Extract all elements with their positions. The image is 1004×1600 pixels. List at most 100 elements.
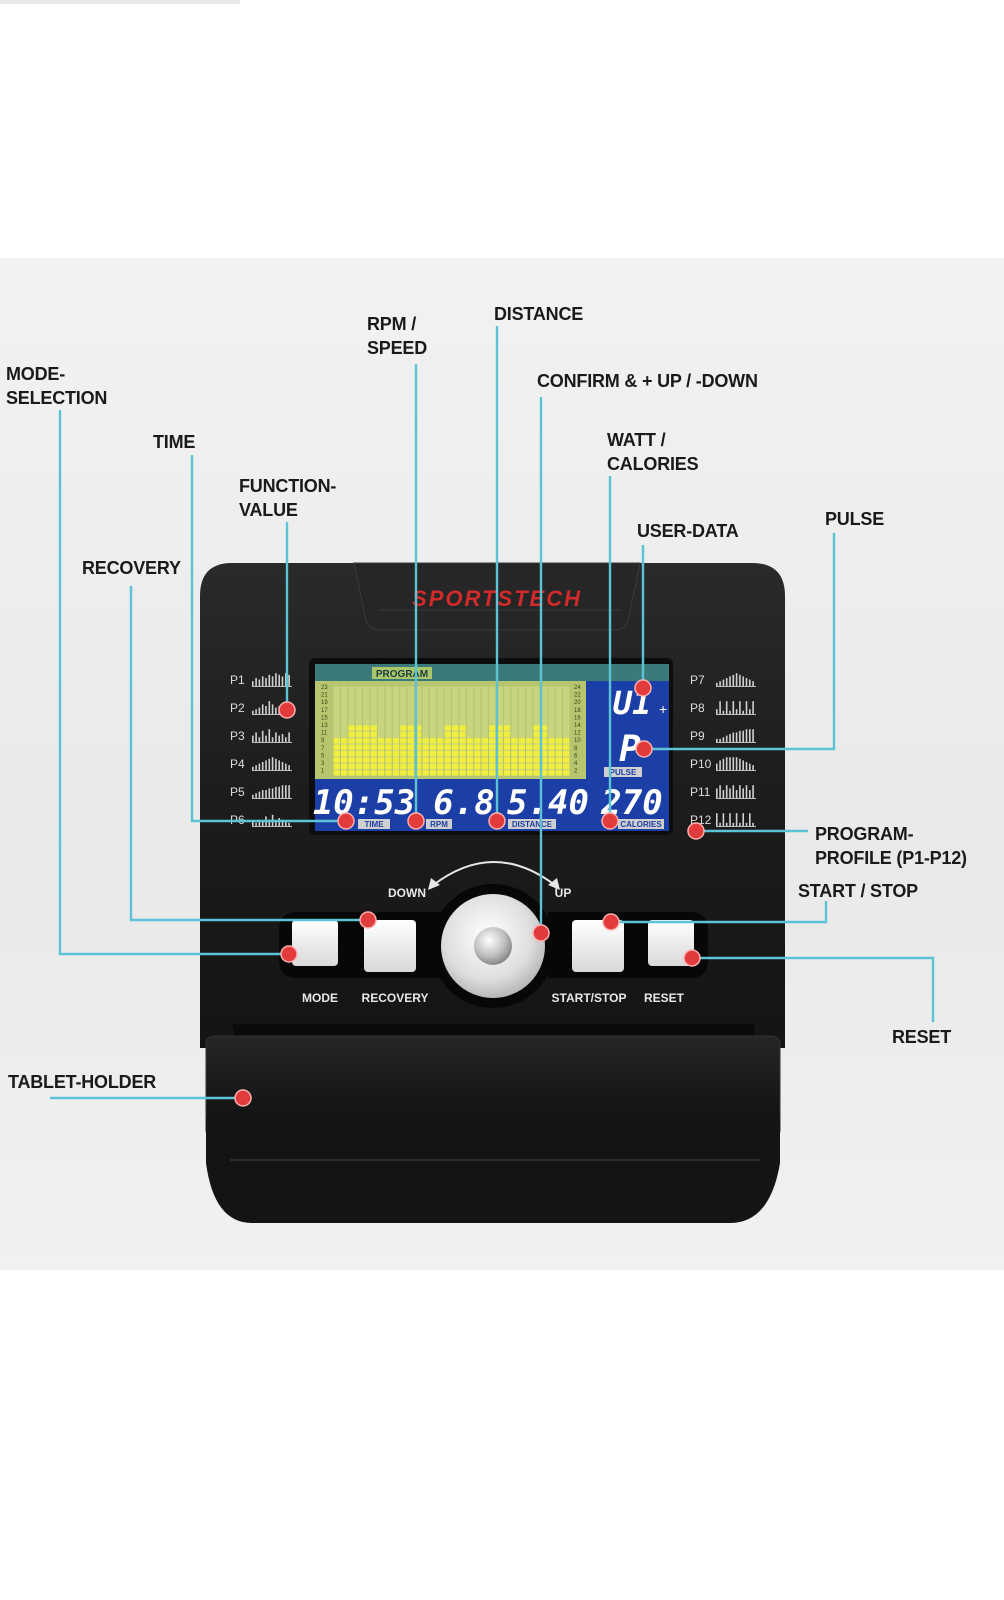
marker-confirm <box>532 924 550 942</box>
lcd-rpm-tag: RPM <box>430 820 448 829</box>
program-profile-icon <box>729 676 731 686</box>
lcd-bar-cell <box>459 738 466 744</box>
leader-pulse <box>644 533 836 751</box>
lcd-rpm-value: 6.8 <box>433 783 494 823</box>
program-profile-icon <box>252 735 254 742</box>
lcd-bar-cell <box>407 770 414 776</box>
lcd-bar-cell <box>511 763 518 769</box>
program-profile-icon <box>732 674 735 686</box>
lcd-bar-track <box>496 686 503 776</box>
lcd-bar-cell <box>474 738 481 744</box>
lcd-bar-cell <box>540 731 548 737</box>
program-profile-icon <box>716 788 718 798</box>
program-profile-icon <box>752 681 754 686</box>
lcd-bar-cell <box>518 763 525 769</box>
program-profile-icon <box>742 730 744 742</box>
lcd-bar-cell <box>378 757 385 763</box>
lcd-bar-cell <box>452 770 459 776</box>
program-profile-icon <box>278 760 280 770</box>
lcd-bar-cell <box>548 744 555 750</box>
mode-button[interactable] <box>292 920 338 966</box>
lcd-bar-cell <box>496 770 503 776</box>
lcd-bar-cell <box>466 763 474 769</box>
lcd-bar-cell <box>452 763 459 769</box>
lcd-bar-cell <box>415 738 422 744</box>
start-stop-button[interactable] <box>572 920 624 972</box>
program-profile-icon <box>752 701 754 714</box>
program-profile-icon <box>745 762 748 770</box>
lcd-bar-cell <box>563 744 570 750</box>
lcd-bar-cell <box>333 757 340 763</box>
lcd-bar-cell <box>503 731 511 737</box>
lcd-bar-cell <box>415 744 422 750</box>
lcd-bar-cell <box>355 731 363 737</box>
lcd-bar-cell <box>429 770 437 776</box>
lcd-bar-cell <box>548 763 555 769</box>
program-profile-icon <box>275 707 277 714</box>
lcd-bar-cell <box>563 751 570 757</box>
program-profile-baseline <box>252 686 292 687</box>
lcd-bar-cell <box>481 744 488 750</box>
lcd-scale-right-label: 10 <box>574 738 581 744</box>
recovery-button[interactable] <box>364 920 416 972</box>
lcd-bar-cell <box>474 763 481 769</box>
lcd-bar-cell <box>370 770 377 776</box>
program-profile-icon <box>261 762 264 770</box>
lcd-bar-track <box>452 686 459 776</box>
lcd-bar-cell <box>385 738 392 744</box>
lcd-bar-cell <box>489 725 496 731</box>
tablet-holder-base <box>206 1118 780 1223</box>
program-profile-icon <box>742 788 744 798</box>
reset-button[interactable] <box>648 920 694 966</box>
program-profile-icon <box>745 822 748 826</box>
lcd-pulse-tag: PULSE <box>610 768 637 777</box>
lcd-time-tag: TIME <box>364 820 384 829</box>
program-profile-icon <box>739 822 741 826</box>
lcd-bar-cell <box>422 770 429 776</box>
program-profile-icon <box>278 735 280 742</box>
confirm-button[interactable] <box>474 927 512 965</box>
program-label-p4: P4 <box>230 757 245 771</box>
lcd-bar-cell <box>363 770 370 776</box>
program-profile-baseline <box>716 742 756 743</box>
program-profile-icon <box>252 681 254 686</box>
lcd-bar-cell <box>526 770 533 776</box>
program-profile-icon <box>719 822 721 826</box>
lcd-bar-cell <box>370 763 377 769</box>
program-profile-icon <box>281 762 284 770</box>
leader-time <box>190 455 346 823</box>
lcd-scale-left-label: 23 <box>321 685 328 691</box>
lcd-bar-cell <box>466 738 474 744</box>
lcd-bar-cell <box>518 751 525 757</box>
lcd-bar-cell <box>437 770 444 776</box>
lcd-bar-cell <box>503 725 511 731</box>
lcd-bar-cell <box>429 751 437 757</box>
marker-start-stop <box>602 913 620 931</box>
marker-mode <box>280 945 298 963</box>
lcd-bar-cell <box>363 744 370 750</box>
program-profile-icon <box>735 757 738 770</box>
lcd-bar-cell <box>333 738 340 744</box>
lcd-bar-cell <box>496 757 503 763</box>
lcd-scale-right-label: 14 <box>574 723 581 729</box>
program-profile-icon <box>742 710 744 714</box>
lcd-bar-track <box>341 686 348 776</box>
lcd-bar-cell <box>533 763 540 769</box>
program-profile-icon <box>716 813 718 826</box>
program-profile-icon <box>268 819 271 826</box>
lcd-bar-cell <box>429 763 437 769</box>
program-profile-icon <box>252 794 254 798</box>
lcd-bar-cell <box>437 763 444 769</box>
program-profile-icon <box>725 785 728 798</box>
program-profile-icon <box>288 822 290 826</box>
lcd-bar-cell <box>422 744 429 750</box>
program-profile-icon <box>752 822 754 826</box>
lcd-scale-left-label: 15 <box>321 715 328 721</box>
lcd-bar-cell <box>444 770 451 776</box>
program-profile-icon <box>716 763 718 770</box>
program-label-p10: P10 <box>690 757 712 771</box>
program-profile-icon <box>268 674 271 686</box>
lcd-bar-cell <box>540 770 548 776</box>
lcd-bar-cell <box>489 757 496 763</box>
lcd-bar-cell <box>474 751 481 757</box>
